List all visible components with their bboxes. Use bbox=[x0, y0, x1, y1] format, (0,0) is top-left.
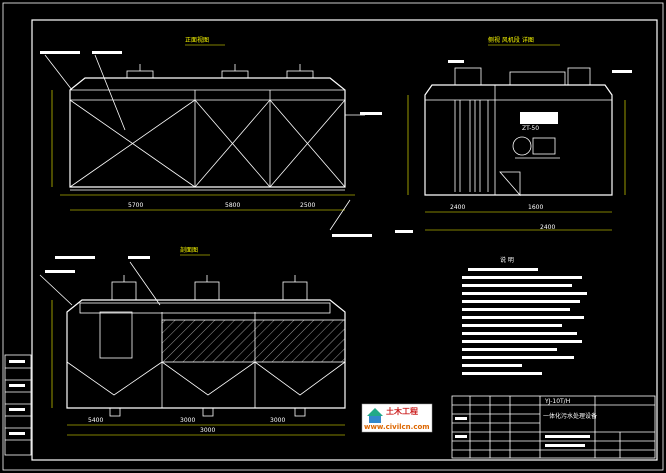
side-view-title: 侧视 风机段 详图 bbox=[488, 36, 534, 44]
notes-block: 说 明 bbox=[462, 256, 587, 375]
fan-nameplate bbox=[520, 112, 558, 124]
drawing-number: YJ-10T/H bbox=[544, 398, 570, 405]
dim-sec-b: 3000 bbox=[180, 417, 195, 424]
front-elevation-view: 正面视图 5700 5800 2500 bbox=[40, 36, 382, 237]
dim-side-a: 2400 bbox=[450, 204, 465, 211]
notes-title: 说 明 bbox=[500, 256, 514, 264]
dim-top-c: 2500 bbox=[300, 202, 315, 209]
revision-strip bbox=[4, 354, 32, 456]
dim-sec-a: 5400 bbox=[88, 417, 103, 424]
dim-side-b: 1600 bbox=[528, 204, 543, 211]
section-view-title: 剖面图 bbox=[180, 246, 198, 254]
inner-frame bbox=[31, 19, 658, 461]
watermark-name: 土木工程 bbox=[386, 406, 418, 416]
title-block: YJ-10T/H 一体化污水处理设备 bbox=[451, 395, 656, 459]
house-logo-icon bbox=[367, 408, 383, 416]
fan-model-label: ZT-50 bbox=[522, 125, 539, 132]
front-view-title: 正面视图 bbox=[185, 36, 209, 44]
media-hatch bbox=[161, 319, 346, 363]
site-watermark: 土木工程 www.civilcn.com bbox=[361, 403, 433, 433]
dim-top-b: 5800 bbox=[225, 202, 240, 209]
dim-side-c: 2400 bbox=[540, 224, 555, 231]
dim-top-a: 5700 bbox=[128, 202, 143, 209]
dim-sec-d: 3000 bbox=[200, 427, 215, 434]
side-view: 侧视 风机段 详图 ZT-50 2400 1600 2400 bbox=[395, 36, 632, 233]
dim-sec-c: 3000 bbox=[270, 417, 285, 424]
watermark-url: www.civilcn.com bbox=[364, 423, 430, 431]
section-view: 剖面图 5400 3000 3000 bbox=[39, 246, 346, 436]
drawing-name: 一体化污水处理设备 bbox=[543, 412, 597, 420]
